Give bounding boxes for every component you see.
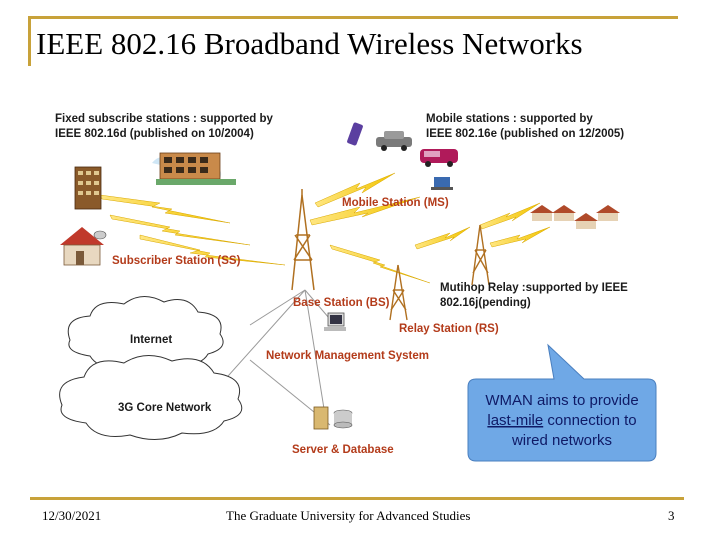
- callout-last-mile: last-mile: [487, 412, 543, 429]
- slide-title: IEEE 802.16 Broadband Wireless Networks: [36, 26, 583, 61]
- footer-rule: [30, 497, 684, 500]
- relay-station-label: Relay Station (RS): [399, 323, 499, 335]
- van-icon: [420, 149, 458, 167]
- mobile-stations-label-2: IEEE 802.16e (published on 12/2005): [426, 128, 624, 140]
- wireless-signals: [99, 172, 551, 284]
- network-diagram: WMAN aims to provide last-mile connectio…: [55, 113, 657, 462]
- base-station-tower-icon: [291, 189, 315, 291]
- connection-lines: [219, 289, 336, 426]
- tall-building-icon: [74, 166, 102, 210]
- residential-houses-icon: [530, 205, 620, 229]
- mobile-phone-icon: [347, 122, 363, 146]
- nms-label: Network Management System: [266, 350, 429, 362]
- server-database-label: Server & Database: [292, 444, 394, 456]
- callout-line-3: wired networks: [511, 432, 612, 449]
- internet-label: Internet: [130, 334, 172, 346]
- subscriber-station-label: Subscriber Station (SS): [112, 255, 241, 267]
- base-station-label: Base Station (BS): [293, 297, 390, 309]
- core-network-cloud-icon: [59, 355, 243, 440]
- wman-callout: WMAN aims to provide last-mile connectio…: [467, 343, 657, 462]
- mobile-stations-label-1: Mobile stations : supported by: [426, 113, 593, 125]
- callout-line-2: last-mile connection to: [487, 412, 636, 429]
- footer-date: 12/30/2021: [42, 508, 102, 523]
- fixed-stations-label-2: IEEE 802.16d (published on 10/2004): [55, 128, 254, 140]
- relay-station-tower-icon: [389, 264, 408, 321]
- page-number: 3: [668, 508, 675, 523]
- multihop-relay-tower-icon: [471, 224, 490, 286]
- nms-computer-icon: [324, 312, 346, 331]
- callout-line-2-rest: connection to: [543, 412, 636, 429]
- office-building-icon: [152, 152, 236, 185]
- footer-institution: The Graduate University for Advanced Stu…: [226, 508, 471, 523]
- title-frame-left: [28, 16, 31, 66]
- multihop-relay-label-2: 802.16j(pending): [440, 297, 531, 309]
- mobile-station-label: Mobile Station (MS): [342, 197, 449, 209]
- fixed-stations-label-1: Fixed subscribe stations : supported by: [55, 113, 274, 125]
- car-icon: [376, 131, 412, 151]
- title-frame-top: [30, 16, 678, 19]
- core-network-label: 3G Core Network: [118, 402, 212, 414]
- server-database-icon: [313, 406, 353, 430]
- callout-line-1: WMAN aims to provide: [485, 392, 638, 409]
- multihop-relay-label-1: Mutihop Relay :supported by IEEE: [440, 282, 628, 294]
- house-with-dish-icon: [60, 227, 107, 266]
- laptop-icon: [431, 177, 453, 190]
